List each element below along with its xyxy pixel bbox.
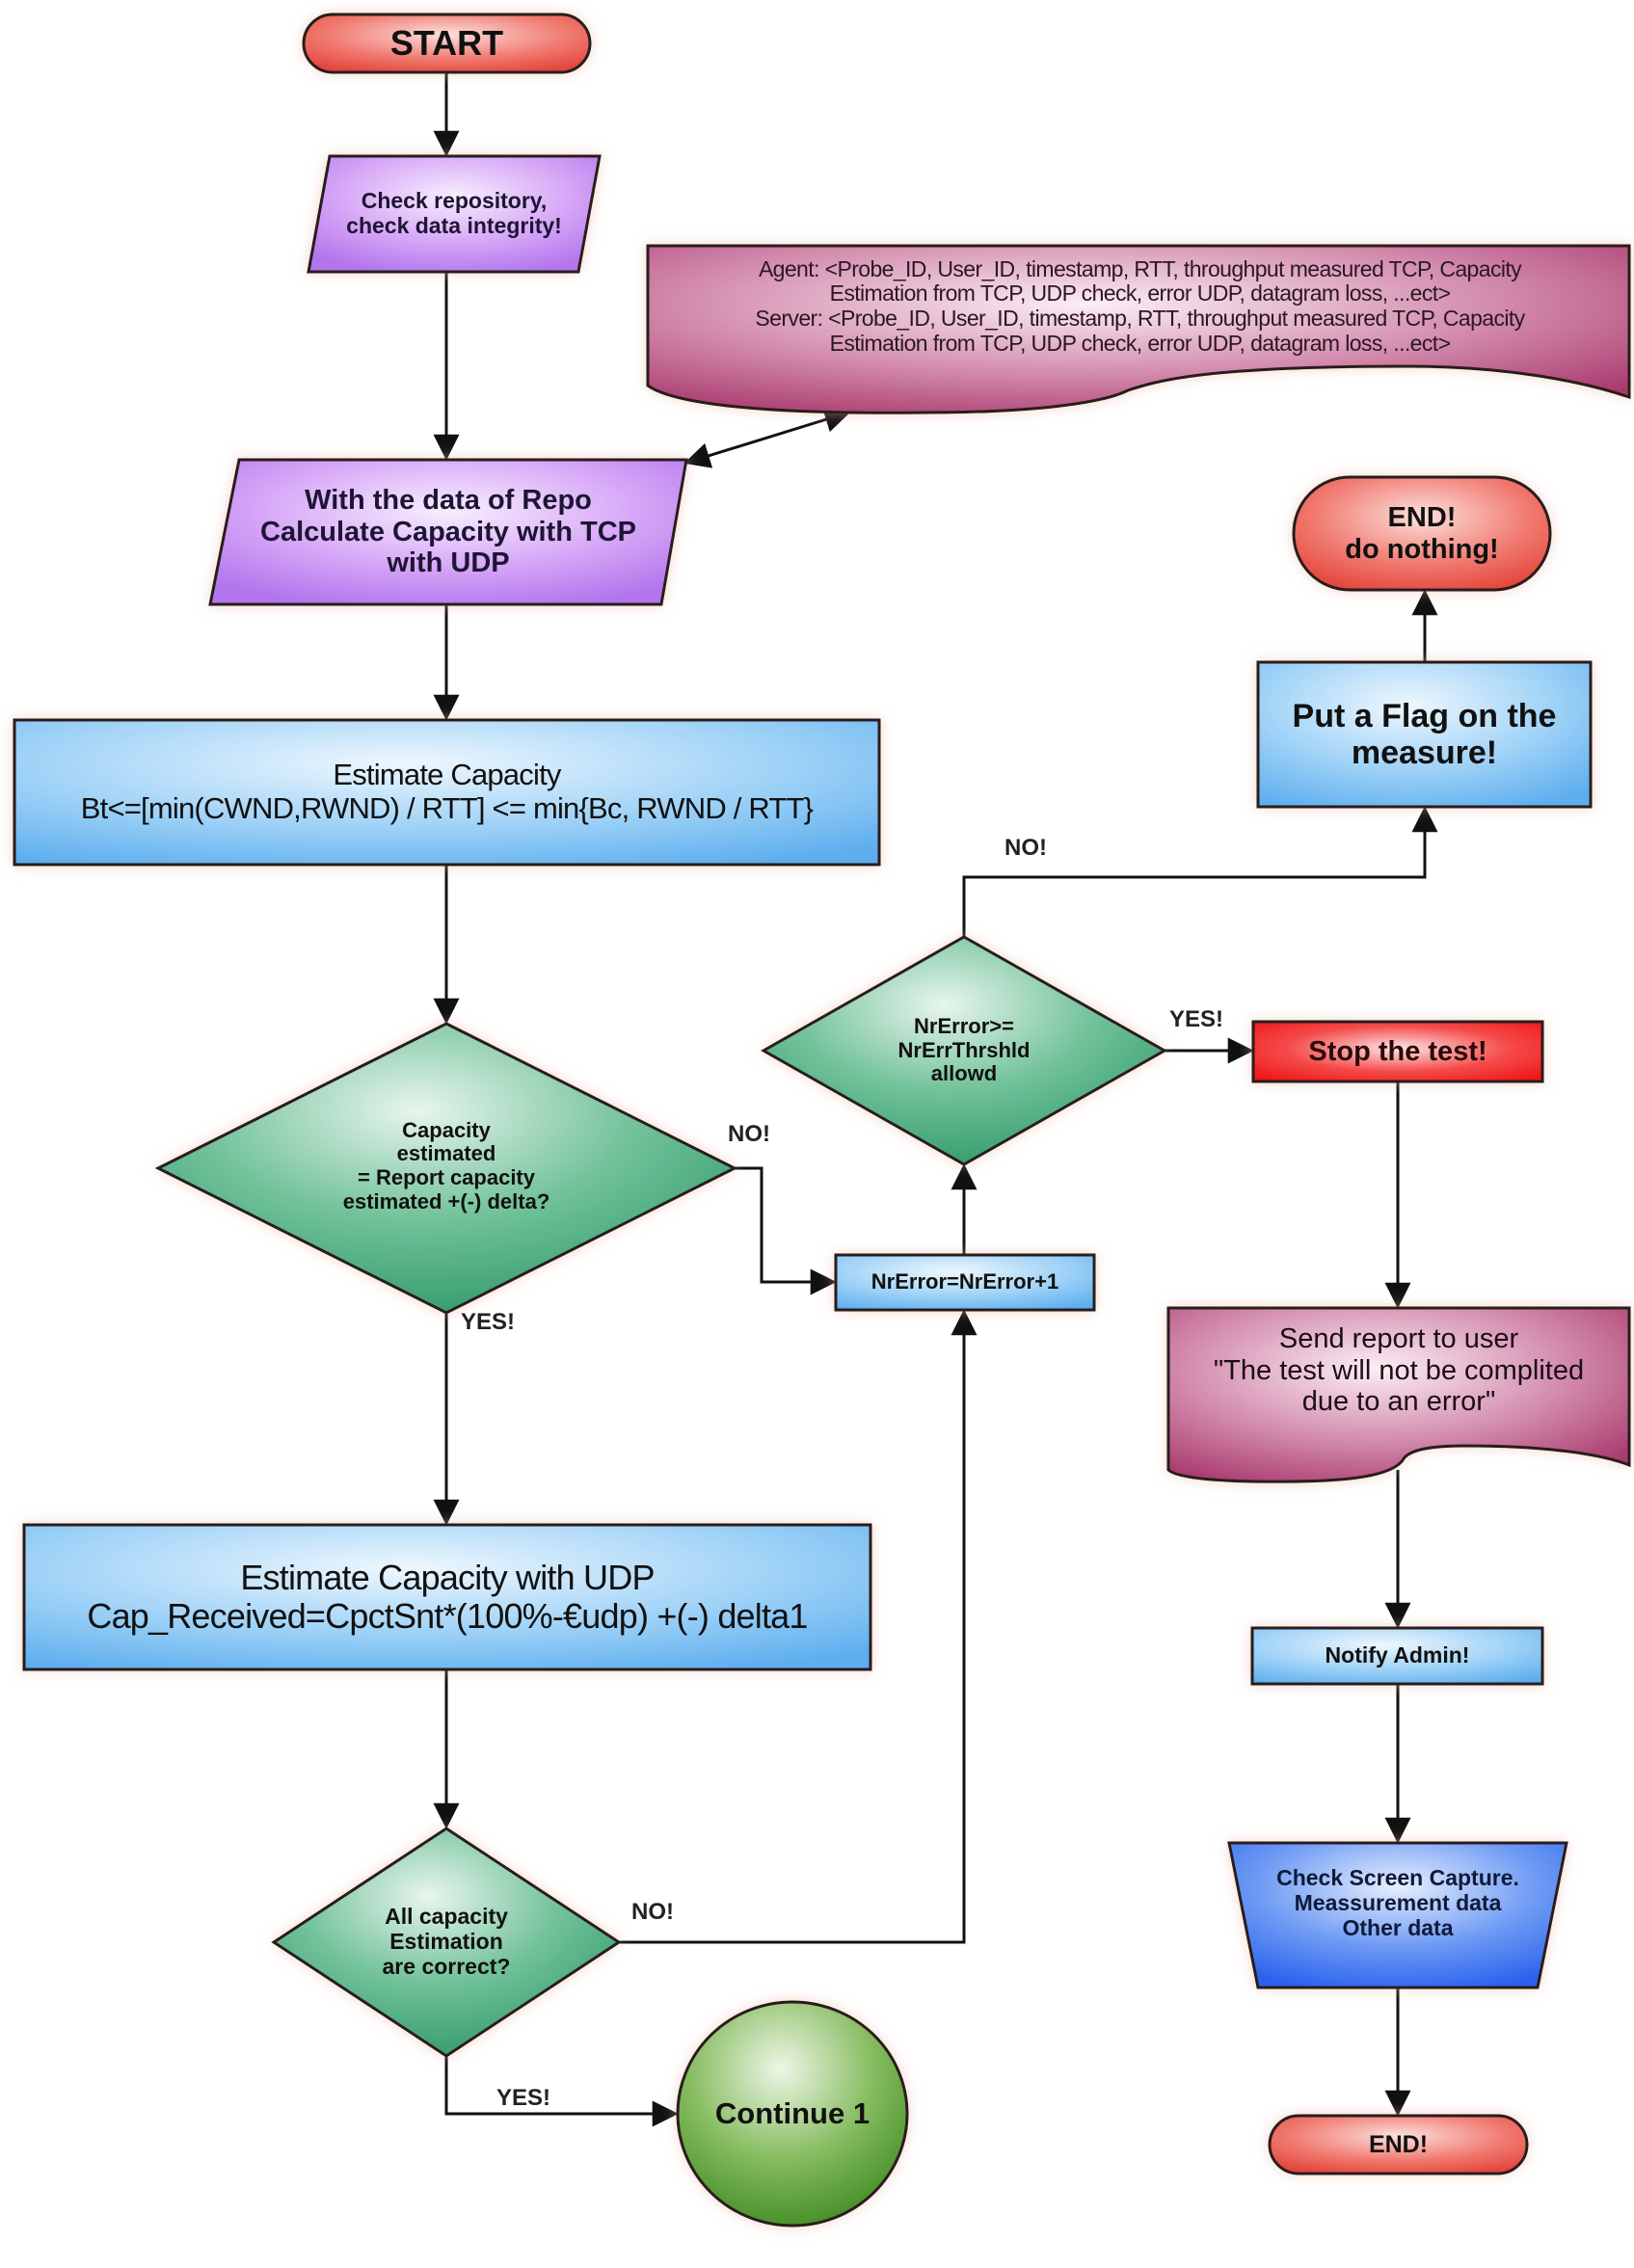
capacity-check-decision — [154, 1022, 738, 1315]
repo-data-document — [646, 244, 1631, 414]
notify-admin-process — [1250, 1626, 1544, 1686]
end-terminal — [1268, 2114, 1529, 2175]
edge-calc-repo-data-bidirectional — [683, 407, 851, 468]
edge-all-correct-yes-to-continue — [444, 2056, 679, 2127]
nrerror-inc-process — [834, 1253, 1096, 1312]
edge-capacity-no-to-nrerror-inc — [735, 1166, 837, 1295]
check-repo-parallelogram — [307, 154, 602, 274]
send-report-document — [1166, 1306, 1631, 1483]
all-correct-yes-label: YES! — [496, 2085, 551, 2111]
stop-test-process — [1251, 1020, 1544, 1083]
nrerror-check-decision — [760, 935, 1168, 1166]
start-terminal — [302, 13, 592, 74]
edge-all-correct-no-to-nrerror-inc — [619, 1309, 978, 1944]
end-do-nothing-terminal — [1292, 475, 1552, 592]
nrerror-check-no-label: NO! — [1005, 835, 1047, 861]
continue-1-connector — [676, 2000, 909, 2228]
estimate-tcp-process — [13, 718, 881, 867]
calc-capacity-parallelogram — [208, 458, 688, 606]
estimate-udp-process — [22, 1523, 872, 1671]
capacity-check-yes-label: YES! — [461, 1309, 516, 1335]
all-correct-no-label: NO! — [631, 1899, 674, 1925]
edge-nrerror-no-to-put-flag — [962, 806, 1438, 937]
put-flag-process — [1256, 660, 1593, 809]
nrerror-check-yes-label: YES! — [1169, 1006, 1224, 1032]
capacity-check-no-label: NO! — [728, 1121, 770, 1147]
all-correct-decision — [271, 1827, 622, 2058]
check-capture-manual-operation — [1227, 1841, 1568, 1989]
